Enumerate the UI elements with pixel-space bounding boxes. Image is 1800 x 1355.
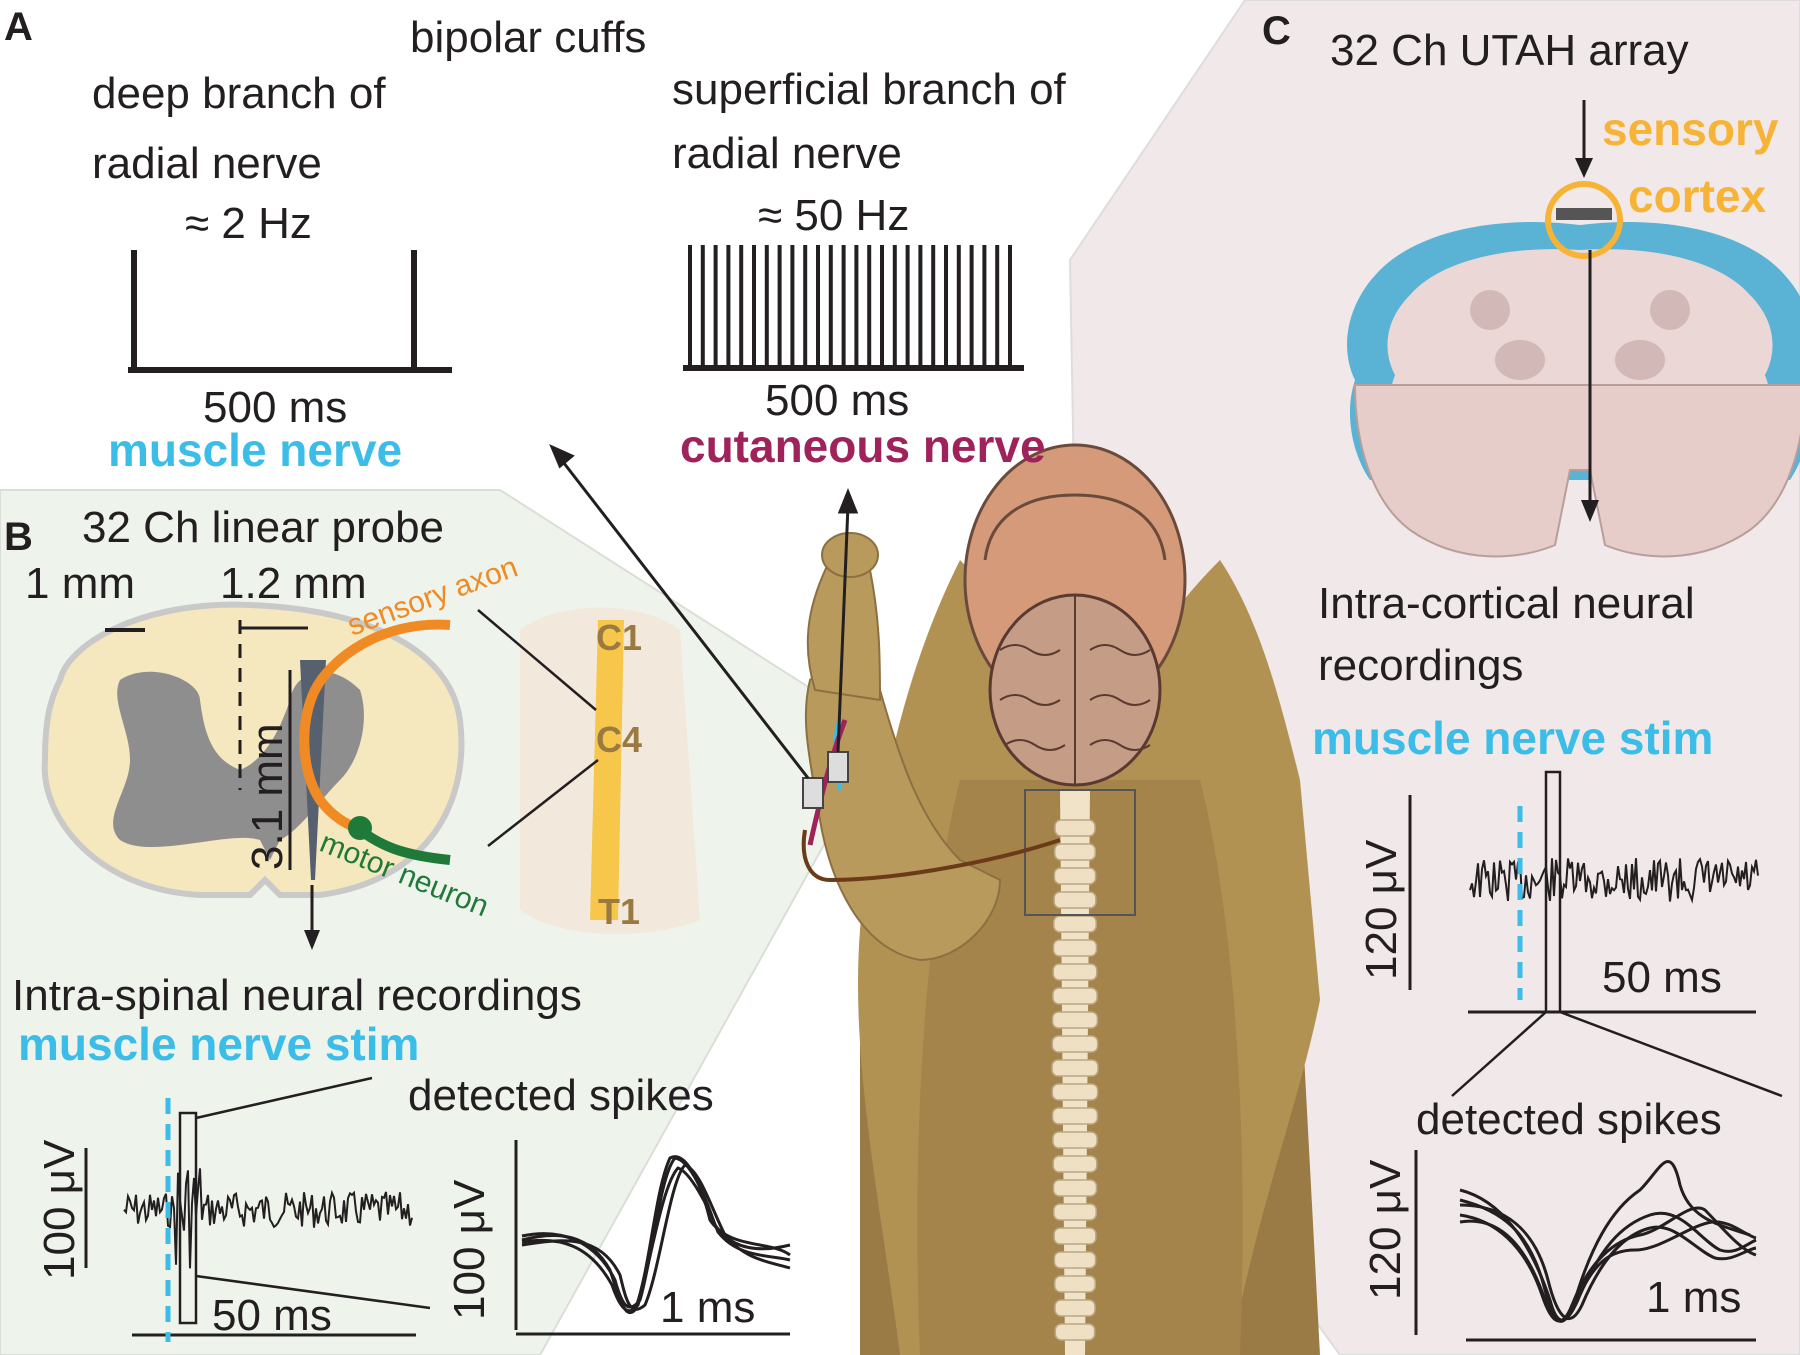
utah-array-arrow xyxy=(1575,100,1593,178)
spinal-trace-signal xyxy=(123,1168,413,1269)
panel-c-letter: C xyxy=(1262,9,1291,53)
probe-title: 32 Ch linear probe xyxy=(82,503,444,552)
intracortical-stim-label: muscle nerve stim xyxy=(1312,712,1713,764)
spinal-spike-time: 1 ms xyxy=(660,1283,755,1332)
vertebra xyxy=(1053,843,1097,861)
vertebra xyxy=(1052,1179,1098,1197)
vertebra xyxy=(1052,1131,1098,1149)
cortical-detected-spikes-label: detected spikes xyxy=(1416,1095,1722,1144)
sensory-cortex-highlight xyxy=(1545,181,1623,259)
vertebra-t1: T1 xyxy=(598,891,640,932)
deep-branch-line2: radial nerve xyxy=(92,139,322,188)
cervical-spinal-cord xyxy=(590,620,624,920)
intraspinal-recordings-title: Intra-spinal neural recordings xyxy=(12,971,582,1020)
cuffs-title: bipolar cuffs xyxy=(410,13,646,62)
vertebra xyxy=(1053,1227,1097,1245)
spinal-cord-section xyxy=(41,601,465,950)
scale-3-1mm: 3.1 mm xyxy=(243,723,292,870)
sensory-axon-path xyxy=(299,619,451,835)
vertebra xyxy=(1053,1203,1097,1221)
spinal-spike-waveforms xyxy=(514,1140,791,1336)
vertebra xyxy=(1051,1035,1099,1053)
monkey-illustration xyxy=(801,443,1320,1355)
intraspinal-stim-label: muscle nerve stim xyxy=(18,1018,419,1070)
spinal-trace-time: 50 ms xyxy=(212,1291,332,1340)
vertebra xyxy=(1053,867,1097,885)
superficial-branch-line2: radial nerve xyxy=(672,129,902,178)
vertebra xyxy=(1053,1275,1097,1293)
vertebra-c1: C1 xyxy=(596,617,642,658)
vertebra xyxy=(1051,1059,1099,1077)
coronal-brain-section xyxy=(1347,181,1800,558)
superficial-branch-line1: superficial branch of xyxy=(672,65,1067,114)
cortical-zoom-box xyxy=(1544,770,1562,1014)
cutaneous-nerve-label: cutaneous nerve xyxy=(680,420,1046,472)
superficial-time-scale: 500 ms xyxy=(765,376,909,425)
vertebra-callouts xyxy=(477,609,599,847)
panel-b-letter: B xyxy=(4,515,33,559)
deep-time-scale: 500 ms xyxy=(203,383,347,432)
vertebra xyxy=(1054,1299,1096,1317)
recording-cable xyxy=(801,829,1061,883)
spinal-trace-amplitude: 100 μV xyxy=(35,1139,84,1280)
vertebra xyxy=(1052,987,1098,1005)
muscle-nerve-label: muscle nerve xyxy=(108,424,402,476)
sensory-cortex-line2: cortex xyxy=(1628,170,1766,222)
spinal-trace xyxy=(84,1076,431,1342)
vertebra xyxy=(1052,963,1098,981)
cervical-spine xyxy=(520,607,700,934)
superficial-branch-frequency: ≈ 50 Hz xyxy=(758,191,909,240)
monkey-face xyxy=(983,493,1167,561)
panel-a-letter: A xyxy=(4,5,33,49)
vertebra xyxy=(1053,891,1097,909)
motor-neuron-soma xyxy=(348,816,372,840)
vertebra xyxy=(1053,915,1097,933)
intracortical-recordings-line1: Intra-cortical neural xyxy=(1318,579,1695,628)
scale-1-2mm: 1.2 mm xyxy=(220,559,367,608)
cortical-trace xyxy=(1408,770,1783,1098)
utah-array-title: 32 Ch UTAH array xyxy=(1330,26,1689,75)
vertebra xyxy=(1052,1155,1098,1173)
vertebra xyxy=(1051,1107,1099,1125)
intraspinal-detected-spikes-label: detected spikes xyxy=(408,1071,714,1120)
spinal-spike-amplitude: 100 μV xyxy=(445,1179,494,1320)
cortical-spike-time: 1 ms xyxy=(1646,1273,1741,1322)
monkey-hand xyxy=(821,532,879,578)
cortical-spike-amplitude: 120 μV xyxy=(1361,1159,1410,1300)
vertebra xyxy=(1054,819,1096,837)
sensory-cortex-line1: sensory xyxy=(1602,103,1779,155)
intracortical-recordings-line2: recordings xyxy=(1318,641,1523,690)
cortical-trace-time: 50 ms xyxy=(1602,953,1722,1002)
utah-array-device xyxy=(1556,208,1612,220)
superficial-stim-train xyxy=(683,245,1024,371)
vertebra xyxy=(1054,1323,1096,1341)
vertebra xyxy=(1053,1251,1097,1269)
vertebra xyxy=(1052,939,1098,957)
cortical-spike-waveforms xyxy=(1414,1150,1757,1342)
vertebra-c4: C4 xyxy=(596,719,642,760)
deep-branch-line1: deep branch of xyxy=(92,69,386,118)
cuff-electrode-2 xyxy=(827,751,849,783)
monkey-vertebrae xyxy=(1051,819,1099,1341)
vertebra xyxy=(1051,1083,1099,1101)
cortical-trace-amplitude: 120 μV xyxy=(1357,839,1406,980)
deep-stim-train xyxy=(128,250,452,373)
deep-branch-frequency: ≈ 2 Hz xyxy=(185,199,312,248)
vertebra xyxy=(1051,1011,1099,1029)
spinal-zoom-box xyxy=(178,1111,198,1325)
scale-1mm: 1 mm xyxy=(25,559,135,608)
cuff-electrode-1 xyxy=(802,777,824,809)
stim-arrows xyxy=(549,444,859,779)
